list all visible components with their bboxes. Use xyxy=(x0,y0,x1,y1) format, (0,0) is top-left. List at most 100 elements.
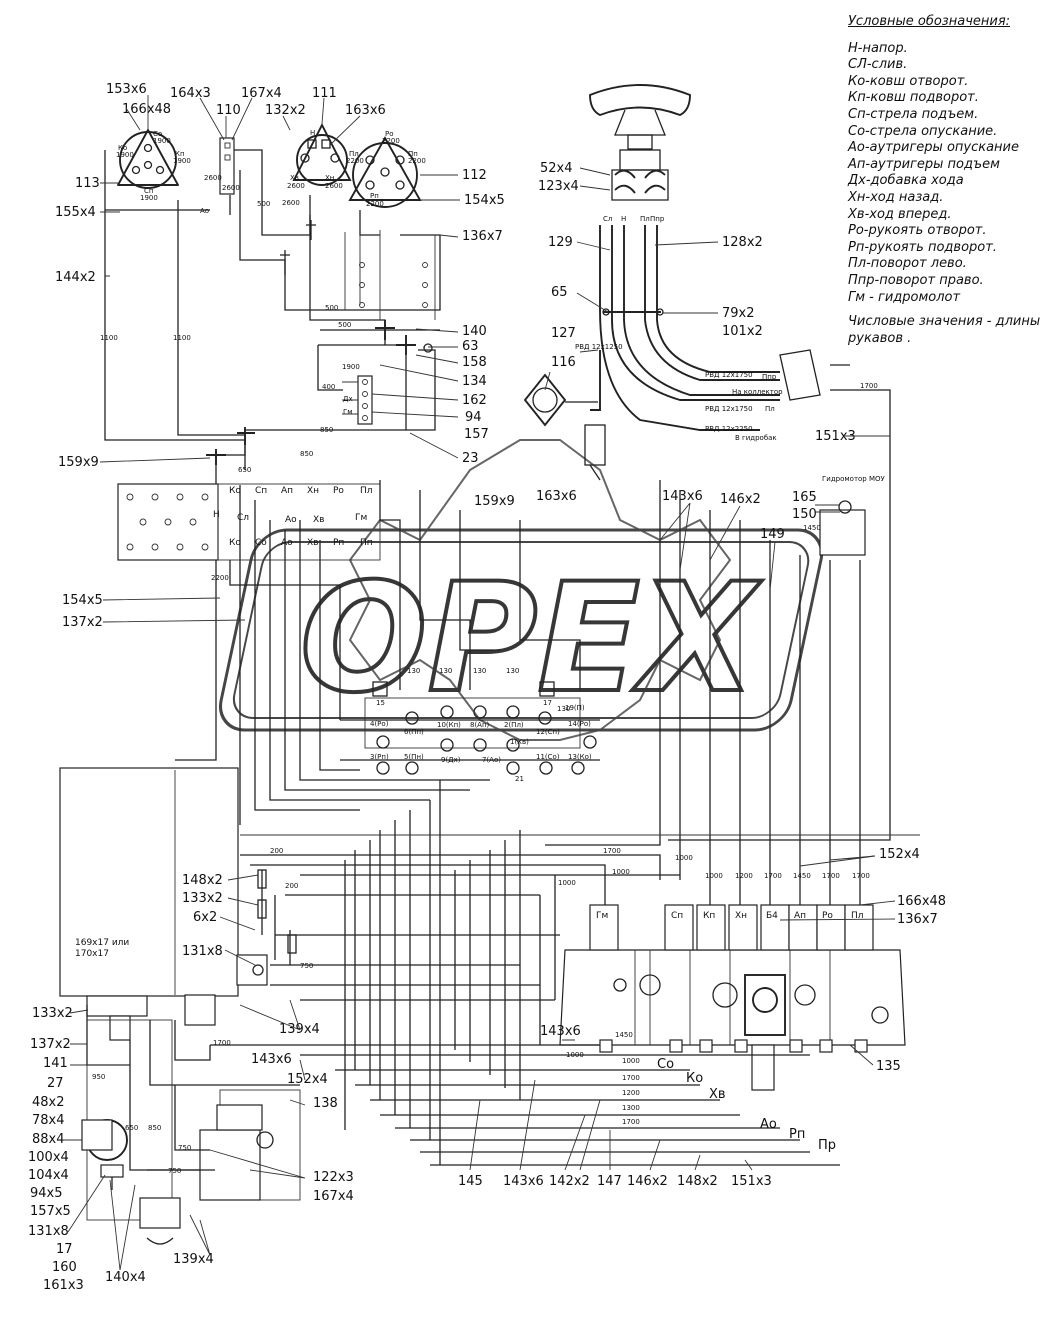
svg-text:1900: 1900 xyxy=(173,157,191,165)
svg-text:400: 400 xyxy=(322,383,335,391)
svg-text:2200: 2200 xyxy=(408,157,426,165)
legend-item: Со-стрела опускание. xyxy=(848,123,998,139)
svg-text:1000: 1000 xyxy=(675,854,693,862)
svg-text:148х2: 148х2 xyxy=(677,1174,718,1189)
svg-text:850: 850 xyxy=(320,426,333,434)
pedal-hoses xyxy=(584,225,891,841)
svg-text:1700: 1700 xyxy=(213,1039,231,1047)
svg-text:152х4: 152х4 xyxy=(287,1072,328,1087)
svg-text:Ко: Ко xyxy=(118,144,127,152)
svg-text:Н: Н xyxy=(621,215,626,223)
svg-text:Ао: Ао xyxy=(285,515,297,525)
svg-text:200: 200 xyxy=(270,847,283,855)
svg-text:Со: Со xyxy=(153,130,162,138)
svg-text:48х2: 48х2 xyxy=(32,1095,65,1110)
legend-item: Ро-рукоять отворот. xyxy=(848,223,987,239)
svg-text:15: 15 xyxy=(376,699,385,707)
svg-text:52х4: 52х4 xyxy=(540,161,573,176)
legend-item: Пл-поворот лево. xyxy=(848,256,967,272)
svg-text:Сп: Сп xyxy=(144,187,153,195)
svg-text:113: 113 xyxy=(75,176,100,191)
bottom-leader-lines xyxy=(62,855,896,1271)
svg-text:159х9: 159х9 xyxy=(58,455,99,470)
mid-labels: 159х9 163х6 143х6 146х2 165 150 149 154х… xyxy=(62,489,817,630)
svg-text:750: 750 xyxy=(168,1167,181,1175)
svg-text:142х2: 142х2 xyxy=(549,1174,590,1189)
valve-section-labels: Гм Сп Кп Хн Б4 Ап Ро Пл xyxy=(596,911,864,921)
svg-text:164х3: 164х3 xyxy=(170,86,211,101)
main-control-valve xyxy=(559,904,906,1091)
svg-text:6(Пп): 6(Пп) xyxy=(404,728,424,736)
svg-text:Ао: Ао xyxy=(200,207,209,215)
svg-text:Н: Н xyxy=(310,129,315,137)
hydraulic-tank xyxy=(59,767,239,997)
svg-text:101х2: 101х2 xyxy=(722,324,763,339)
legend-item: Рп-рукоять подворот. xyxy=(848,239,997,255)
svg-text:Ап: Ап xyxy=(281,486,293,496)
pedal-codes: Сл Н Пл Ппр xyxy=(603,215,665,223)
svg-text:122х3: 122х3 xyxy=(313,1170,354,1185)
svg-text:104х4: 104х4 xyxy=(28,1168,69,1183)
svg-text:158: 158 xyxy=(462,355,487,370)
svg-text:Хн: Хн xyxy=(735,911,747,921)
svg-text:Хв: Хв xyxy=(307,538,318,548)
svg-text:2200: 2200 xyxy=(382,137,400,145)
collector-block xyxy=(342,375,373,425)
watermark-text: OPEX xyxy=(300,552,762,726)
svg-text:94: 94 xyxy=(465,410,482,425)
svg-text:1300: 1300 xyxy=(622,1104,640,1112)
svg-text:123х4: 123х4 xyxy=(538,179,579,194)
svg-text:2200: 2200 xyxy=(346,157,364,165)
legend-item: Ппр-поворот право. xyxy=(848,272,984,288)
svg-text:Ао: Ао xyxy=(281,538,293,548)
svg-text:150: 150 xyxy=(792,507,817,522)
svg-text:Ап: Ап xyxy=(794,911,806,921)
svg-text:Гм: Гм xyxy=(343,408,353,416)
svg-text:1450: 1450 xyxy=(615,1031,633,1039)
svg-text:1000: 1000 xyxy=(612,868,630,876)
svg-text:11(Со): 11(Со) xyxy=(536,753,560,761)
legend-title: Условные обозначения: xyxy=(848,14,1011,29)
svg-text:1000: 1000 xyxy=(558,879,576,887)
svg-text:500: 500 xyxy=(325,304,338,312)
svg-text:130: 130 xyxy=(473,667,486,675)
svg-text:143х6: 143х6 xyxy=(251,1052,292,1067)
svg-text:Рп: Рп xyxy=(333,538,344,548)
svg-text:88х4: 88х4 xyxy=(32,1132,65,1147)
svg-text:133х2: 133х2 xyxy=(182,891,223,906)
svg-text:1900: 1900 xyxy=(153,137,171,145)
svg-text:65: 65 xyxy=(551,285,568,300)
svg-text:159х9: 159х9 xyxy=(474,494,515,509)
svg-text:1(Хв): 1(Хв) xyxy=(510,738,529,746)
svg-text:138: 138 xyxy=(313,1096,338,1111)
svg-text:141: 141 xyxy=(43,1056,68,1071)
svg-text:162: 162 xyxy=(462,393,487,408)
svg-text:147: 147 xyxy=(597,1174,622,1189)
svg-text:12(Сп): 12(Сп) xyxy=(536,728,560,736)
swing-motor xyxy=(199,1089,301,1201)
svg-text:Со: Со xyxy=(657,1057,674,1072)
svg-text:1900: 1900 xyxy=(140,194,158,202)
svg-text:Кп: Кп xyxy=(175,150,185,158)
svg-text:63: 63 xyxy=(462,339,479,354)
svg-text:Пл: Пл xyxy=(349,150,359,158)
svg-text:157х5: 157х5 xyxy=(30,1204,71,1219)
svg-text:1200: 1200 xyxy=(622,1089,640,1097)
hose-notes: РВД 12х1750 РВД 12х1750 РВД 12х2250 РВД … xyxy=(575,343,886,483)
svg-text:Ро: Ро xyxy=(333,486,344,496)
svg-text:79х2: 79х2 xyxy=(722,306,755,321)
svg-text:Ро: Ро xyxy=(822,911,833,921)
svg-text:Хв: Хв xyxy=(313,515,324,525)
svg-text:Хв: Хв xyxy=(290,174,299,182)
svg-text:Ао: Ао xyxy=(760,1117,777,1132)
svg-text:7(Ао): 7(Ао) xyxy=(482,756,501,764)
svg-text:166х48: 166х48 xyxy=(897,894,946,909)
svg-text:2600: 2600 xyxy=(325,182,343,190)
svg-text:9(Дх): 9(Дх) xyxy=(441,756,461,764)
steering-wheel xyxy=(589,84,691,201)
svg-text:165: 165 xyxy=(792,490,817,505)
svg-text:1700: 1700 xyxy=(860,382,878,390)
svg-text:2200: 2200 xyxy=(366,200,384,208)
legend-item: Ап-аутригеры подъем xyxy=(848,156,1000,172)
